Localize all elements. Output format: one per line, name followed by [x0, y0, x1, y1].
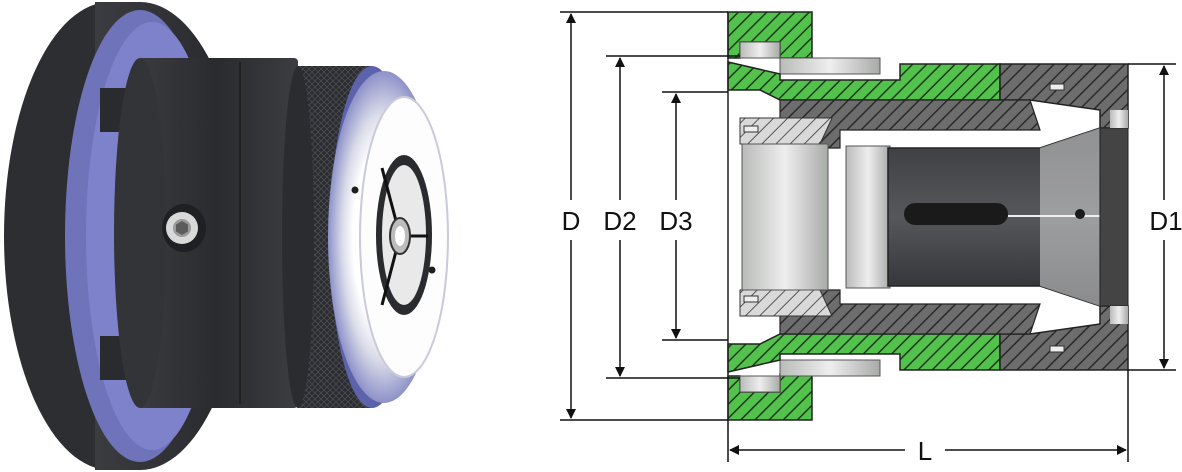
chuck-cross-section	[727, 11, 1129, 421]
dimension-lines	[560, 11, 1176, 462]
label-L: L	[918, 436, 932, 466]
label-D2: D2	[603, 206, 636, 236]
chuck-3d-view	[4, 2, 449, 470]
collet-slot	[904, 203, 1008, 225]
chuck-front-face	[328, 66, 449, 408]
label-D: D	[562, 206, 581, 236]
label-D1: D1	[1149, 206, 1182, 236]
chuck-body	[114, 58, 298, 408]
adapter-ring-bottom	[739, 289, 833, 317]
bore-sleeve	[741, 143, 829, 291]
hex-socket-screw-icon	[162, 204, 206, 252]
dimension-labels: D D2 D3 D1 L	[562, 206, 1182, 466]
label-D3: D3	[659, 206, 692, 236]
